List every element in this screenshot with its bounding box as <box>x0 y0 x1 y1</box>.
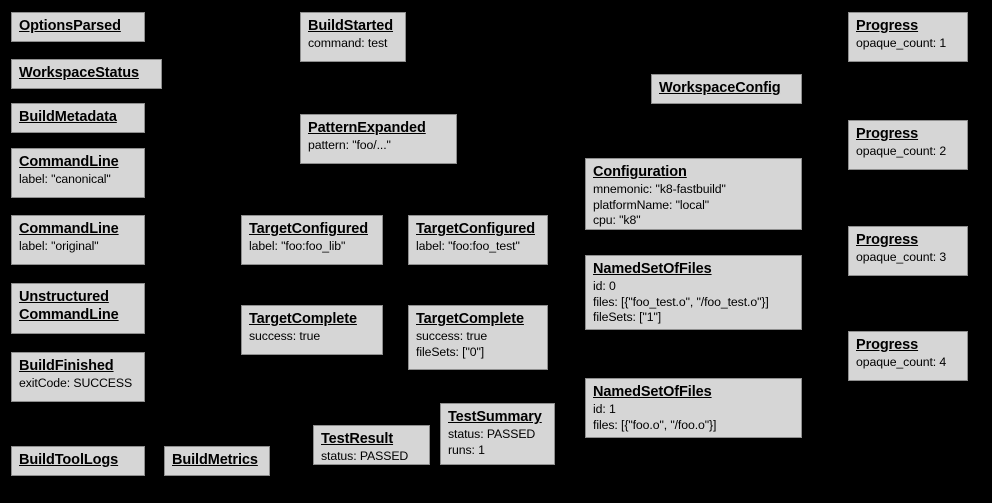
graph-node-options-parsed[interactable]: OptionsParsed <box>11 12 145 42</box>
graph-node-named-set-of-files-1[interactable]: NamedSetOfFiles id: 1 files: [{"foo.o", "… <box>585 378 802 438</box>
graph-node-attributes: mnemonic: "k8-fastbuild" platformName: "… <box>593 182 726 228</box>
graph-node-attributes: success: true fileSets: ["0"] <box>416 329 488 359</box>
graph-node-attributes: pattern: "foo/..." <box>308 138 391 153</box>
graph-node-attributes: label: "foo:foo_lib" <box>249 239 346 254</box>
graph-node-title: CommandLine <box>19 154 119 170</box>
graph-node-progress-1[interactable]: Progress opaque_count: 1 <box>848 12 968 62</box>
graph-node-attributes: opaque_count: 1 <box>856 36 947 51</box>
graph-node-progress-2[interactable]: Progress opaque_count: 2 <box>848 120 968 170</box>
graph-node-title: Progress <box>856 337 919 353</box>
graph-node-title: Unstructured CommandLine <box>19 289 119 324</box>
graph-node-pattern-expanded[interactable]: PatternExpanded pattern: "foo/..." <box>300 114 457 164</box>
graph-node-title: TestSummary <box>448 409 542 425</box>
graph-node-build-finished[interactable]: BuildFinished exitCode: SUCCESS <box>11 352 145 402</box>
graph-node-title: NamedSetOfFiles <box>593 384 712 400</box>
graph-node-target-configured-test[interactable]: TargetConfigured label: "foo:foo_test" <box>408 215 548 265</box>
graph-node-title: CommandLine <box>19 221 119 237</box>
graph-node-title: TargetComplete <box>249 311 357 327</box>
graph-node-title: TargetConfigured <box>249 221 368 237</box>
graph-node-attributes: status: PASSED <box>321 449 409 464</box>
graph-node-title: BuildMetrics <box>172 452 258 468</box>
graph-node-build-metadata[interactable]: BuildMetadata <box>11 103 145 133</box>
graph-node-command-line-original[interactable]: CommandLine label: "original" <box>11 215 145 265</box>
graph-node-attributes: id: 1 files: [{"foo.o", "/foo.o"}] <box>593 402 717 432</box>
graph-node-title: Progress <box>856 232 919 248</box>
graph-node-configuration[interactable]: Configuration mnemonic: "k8-fastbuild" pl… <box>585 158 802 230</box>
graph-node-attributes: exitCode: SUCCESS <box>19 376 133 391</box>
graph-node-attributes: id: 0 files: [{"foo_test.o", "/foo_test.… <box>593 279 769 325</box>
graph-node-progress-3[interactable]: Progress opaque_count: 3 <box>848 226 968 276</box>
graph-node-target-complete-test[interactable]: TargetComplete success: true fileSets: ["… <box>408 305 548 370</box>
graph-node-title: BuildToolLogs <box>19 452 119 468</box>
graph-node-attributes: success: true <box>249 329 321 344</box>
graph-node-attributes: opaque_count: 3 <box>856 250 947 265</box>
graph-node-target-complete-lib[interactable]: TargetComplete success: true <box>241 305 383 355</box>
graph-node-test-summary[interactable]: TestSummary status: PASSED runs: 1 <box>440 403 555 465</box>
graph-node-attributes: label: "foo:foo_test" <box>416 239 520 254</box>
graph-node-title: NamedSetOfFiles <box>593 261 712 277</box>
graph-node-title: WorkspaceConfig <box>659 80 781 96</box>
graph-node-unstructured-command-line[interactable]: Unstructured CommandLine <box>11 283 145 334</box>
graph-node-attributes: command: test <box>308 36 388 51</box>
graph-node-title: TargetComplete <box>416 311 524 327</box>
graph-node-attributes: label: "canonical" <box>19 172 111 187</box>
graph-node-progress-4[interactable]: Progress opaque_count: 4 <box>848 331 968 381</box>
graph-node-title: Configuration <box>593 164 687 180</box>
graph-node-attributes: opaque_count: 2 <box>856 144 947 159</box>
graph-node-attributes: opaque_count: 4 <box>856 355 947 370</box>
graph-node-test-result[interactable]: TestResult status: PASSED <box>313 425 430 465</box>
graph-node-target-configured-lib[interactable]: TargetConfigured label: "foo:foo_lib" <box>241 215 383 265</box>
graph-node-title: BuildMetadata <box>19 109 117 125</box>
graph-node-attributes: status: PASSED runs: 1 <box>448 427 536 457</box>
graph-node-title: OptionsParsed <box>19 18 121 34</box>
graph-node-title: TestResult <box>321 431 394 447</box>
graph-node-build-started[interactable]: BuildStarted command: test <box>300 12 406 62</box>
graph-node-title: BuildFinished <box>19 358 114 374</box>
graph-node-attributes: label: "original" <box>19 239 99 254</box>
graph-node-title: TargetConfigured <box>416 221 535 237</box>
graph-node-title: BuildStarted <box>308 18 394 34</box>
graph-node-title: Progress <box>856 126 919 142</box>
graph-node-workspace-config[interactable]: WorkspaceConfig <box>651 74 802 104</box>
graph-node-title: WorkspaceStatus <box>19 65 139 81</box>
graph-node-command-line-canonical[interactable]: CommandLine label: "canonical" <box>11 148 145 198</box>
graph-node-title: PatternExpanded <box>308 120 426 136</box>
graph-node-workspace-status[interactable]: WorkspaceStatus <box>11 59 162 89</box>
graph-node-build-metrics[interactable]: BuildMetrics <box>164 446 270 476</box>
graph-node-named-set-of-files-0[interactable]: NamedSetOfFiles id: 0 files: [{"foo_test.… <box>585 255 802 330</box>
graph-node-build-tool-logs[interactable]: BuildToolLogs <box>11 446 145 476</box>
graph-node-title: Progress <box>856 18 919 34</box>
